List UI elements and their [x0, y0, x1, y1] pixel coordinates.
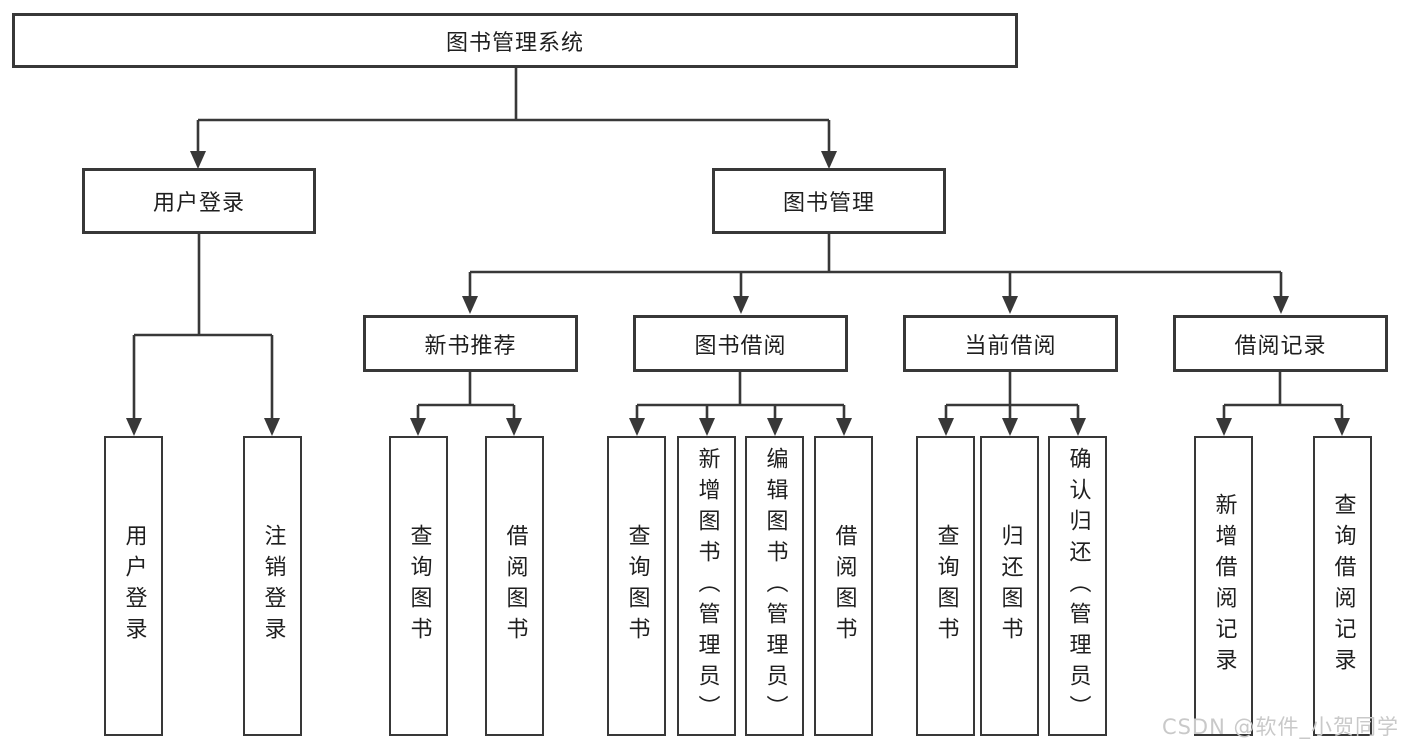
- leaf-borrow-books-recommend-label: 借阅图书: [502, 524, 528, 648]
- leaf-query-books-recommend: 查询图书: [389, 436, 448, 736]
- leaf-borrow-books-recommend: 借阅图书: [485, 436, 544, 736]
- leaf-add-borrow-record-label: 新增借阅记录: [1211, 493, 1237, 679]
- leaf-return-books-label: 归还图书: [997, 524, 1023, 648]
- leaf-query-books-borrowing-label: 查询图书: [624, 524, 650, 648]
- leaf-return-books: 归还图书: [980, 436, 1039, 736]
- leaf-confirm-return-admin-label: 确认归还（管理员）: [1065, 446, 1091, 726]
- leaf-confirm-return-admin: 确认归还（管理员）: [1048, 436, 1107, 736]
- node-root-system: 图书管理系统: [12, 13, 1018, 68]
- leaf-query-books-current-label: 查询图书: [933, 524, 959, 648]
- leaf-query-books-borrowing: 查询图书: [607, 436, 666, 736]
- leaf-borrow-books-borrowing-label: 借阅图书: [831, 524, 857, 648]
- leaf-user-login: 用户登录: [104, 436, 163, 736]
- leaf-edit-books-admin-label: 编辑图书（管理员）: [762, 446, 788, 726]
- node-user-login: 用户登录: [82, 168, 316, 234]
- leaf-query-borrow-record: 查询借阅记录: [1313, 436, 1372, 736]
- leaf-query-books-current: 查询图书: [916, 436, 975, 736]
- node-book-management: 图书管理: [712, 168, 946, 234]
- leaf-edit-books-admin: 编辑图书（管理员）: [745, 436, 804, 736]
- leaf-add-books-admin-label: 新增图书（管理员）: [694, 446, 720, 726]
- node-current-borrowing: 当前借阅: [903, 315, 1118, 372]
- leaf-query-books-recommend-label: 查询图书: [406, 524, 432, 648]
- node-book-borrowing: 图书借阅: [633, 315, 848, 372]
- leaf-logout: 注销登录: [243, 436, 302, 736]
- leaf-borrow-books-borrowing: 借阅图书: [814, 436, 873, 736]
- leaf-add-borrow-record: 新增借阅记录: [1194, 436, 1253, 736]
- node-borrowing-records: 借阅记录: [1173, 315, 1388, 372]
- leaf-logout-label: 注销登录: [260, 524, 286, 648]
- node-new-book-recommendation: 新书推荐: [363, 315, 578, 372]
- leaf-add-books-admin: 新增图书（管理员）: [677, 436, 736, 736]
- watermark: CSDN @软件_小贺同学: [1161, 715, 1399, 739]
- leaf-query-borrow-record-label: 查询借阅记录: [1330, 493, 1356, 679]
- leaf-user-login-label: 用户登录: [121, 524, 147, 648]
